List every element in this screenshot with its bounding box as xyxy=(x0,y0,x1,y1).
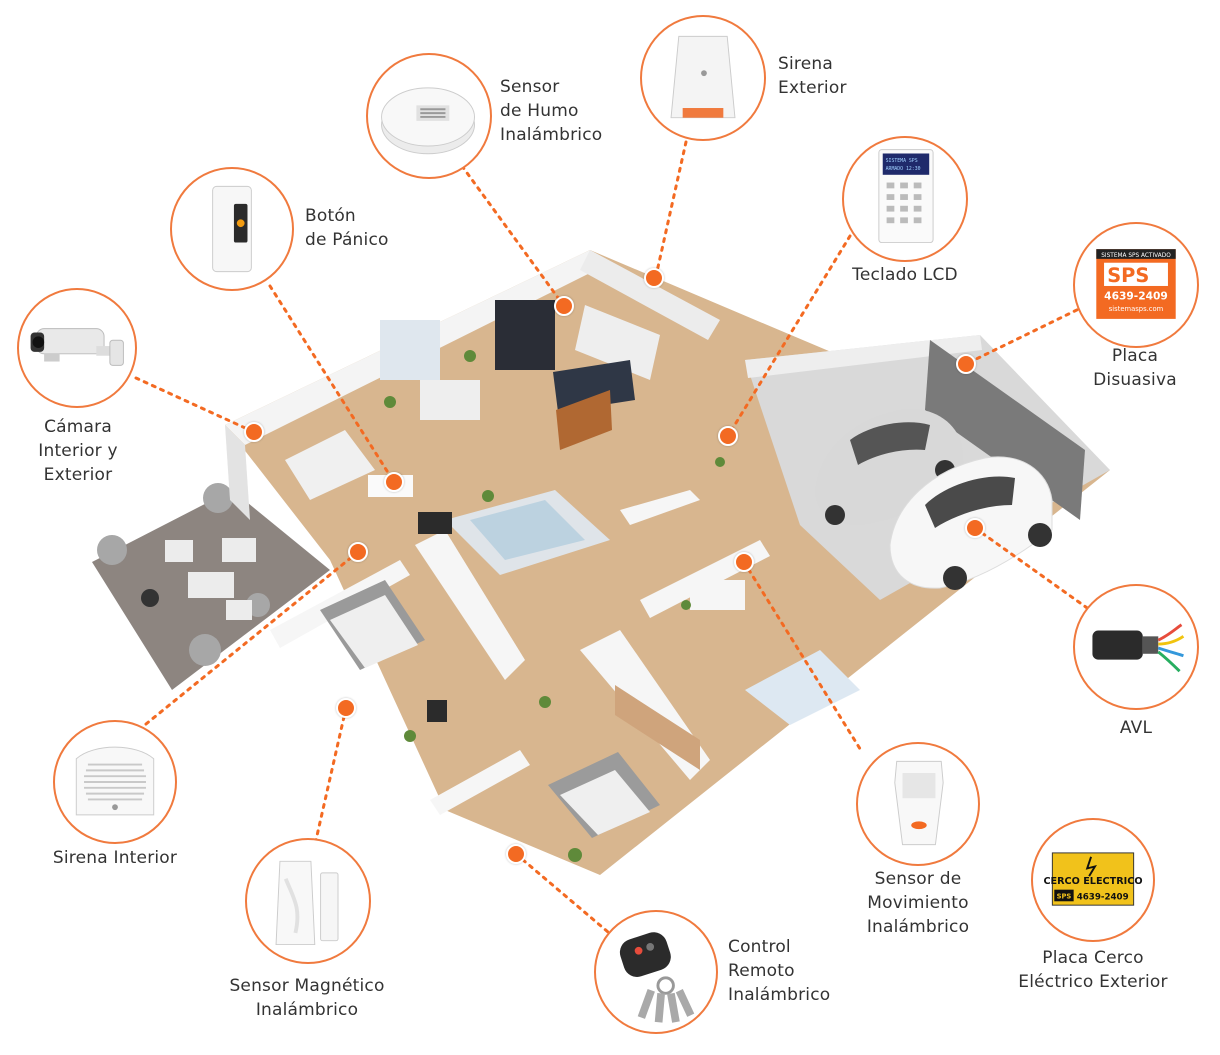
outdoor-siren-icon xyxy=(670,35,736,119)
location-dot xyxy=(336,698,356,718)
location-dot xyxy=(554,296,574,316)
sign-top-text: SISTEMA SPS ACTIVADO xyxy=(1101,253,1171,259)
fence-sign-title: CERCO ELECTRICO xyxy=(1043,876,1142,887)
sign-web: sistemasps.com xyxy=(1109,305,1164,313)
location-dot xyxy=(956,354,976,374)
location-dot xyxy=(348,542,368,562)
device-circle-sirena-interior xyxy=(53,720,177,844)
device-label-teclado-lcd: Teclado LCD xyxy=(852,265,958,285)
device-circle-sensor-humo xyxy=(366,53,492,179)
lcd-keypad-icon: SISTEMA SPS ARMADO 12:30 xyxy=(878,149,934,244)
location-dot xyxy=(506,844,526,864)
device-label-sensor-humo: Sensor de Humo Inalámbrico xyxy=(500,77,603,145)
device-circle-sirena-exterior xyxy=(640,15,766,141)
device-circle-camara xyxy=(17,288,137,408)
device-circle-avl xyxy=(1073,584,1199,710)
location-dot xyxy=(734,552,754,572)
location-dot xyxy=(965,518,985,538)
fence-sign-phone: 4639-2409 xyxy=(1077,892,1129,902)
device-circle-boton-panico xyxy=(170,167,294,291)
security-camera-icon xyxy=(30,328,124,366)
device-circle-placa-cerco: CERCO ELECTRICO SPS 4639-2409 xyxy=(1031,818,1155,942)
fence-sign-brand: SPS xyxy=(1057,892,1072,900)
device-label-camara: Cámara Interior y Exterior xyxy=(38,417,118,485)
deterrent-sign-icon: SISTEMA SPS ACTIVADO SPS 4639-2409 siste… xyxy=(1096,249,1176,319)
device-label-avl: AVL xyxy=(1119,718,1153,738)
device-circle-control-remoto xyxy=(594,910,718,1034)
device-label-sirena-exterior: Sirena Exterior xyxy=(778,54,847,98)
device-label-sirena-interior: Sirena Interior xyxy=(52,848,178,868)
lcd-line-2: ARMADO 12:30 xyxy=(886,166,921,172)
magnetic-sensor-icon xyxy=(275,860,339,946)
sign-phone: 4639-2409 xyxy=(1104,290,1168,303)
device-circle-placa-disuasiva: SISTEMA SPS ACTIVADO SPS 4639-2409 siste… xyxy=(1073,222,1199,348)
sign-brand: SPS xyxy=(1107,264,1149,287)
location-dot xyxy=(718,426,738,446)
smoke-detector-icon xyxy=(381,87,475,155)
device-label-sensor-movimiento: Sensor de Movimiento Inalámbrico xyxy=(866,869,970,937)
device-circle-sensor-magnetico xyxy=(245,838,371,964)
device-label-control-remoto: Control Remoto Inalámbrico xyxy=(728,937,831,1005)
device-circle-teclado-lcd: SISTEMA SPS ARMADO 12:30 xyxy=(842,136,968,262)
device-label-placa-cerco: Placa Cerco Eléctrico Exterior xyxy=(1018,948,1168,992)
panic-button-icon xyxy=(212,185,252,273)
motion-sensor-icon xyxy=(894,760,944,846)
location-dot xyxy=(644,268,664,288)
device-label-placa-disuasiva: Placa Disuasiva xyxy=(1093,346,1177,390)
lcd-line-1: SISTEMA SPS xyxy=(886,158,918,164)
device-label-sensor-magnetico: Sensor Magnético Inalámbrico xyxy=(229,976,385,1020)
device-circle-sensor-movimiento xyxy=(856,742,980,866)
device-label-boton-panico: Botón de Pánico xyxy=(305,206,389,250)
gps-tracker-icon xyxy=(1092,623,1185,673)
location-dot xyxy=(244,422,264,442)
remote-keyfob-icon xyxy=(619,932,695,1023)
location-dot xyxy=(384,472,404,492)
indoor-siren-icon xyxy=(75,746,155,816)
electric-fence-sign-icon: CERCO ELECTRICO SPS 4639-2409 xyxy=(1043,852,1143,906)
